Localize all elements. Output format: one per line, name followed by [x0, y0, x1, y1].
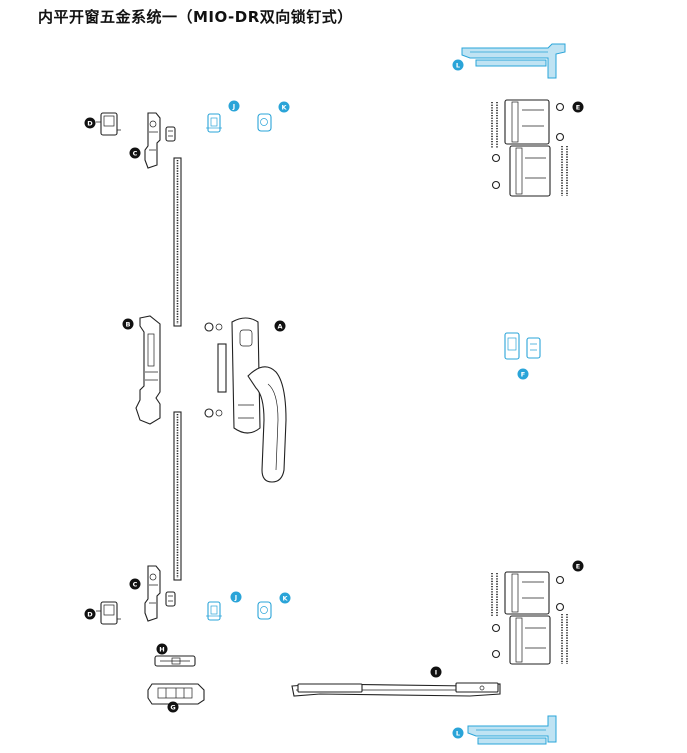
label-l-bottom-text: L	[456, 730, 460, 738]
part-e-top-hinge	[491, 99, 568, 197]
label-j-bottom: J	[230, 591, 242, 603]
label-b-text: B	[126, 321, 131, 329]
label-k-bottom-text: K	[282, 595, 288, 603]
label-l-top: L	[452, 59, 464, 71]
part-h	[154, 655, 196, 667]
label-d-top-text: D	[87, 120, 93, 128]
part-k-top	[257, 113, 272, 132]
label-c-bottom: C	[129, 578, 141, 590]
label-c-top-text: C	[133, 150, 138, 158]
part-g	[147, 683, 205, 705]
label-l-top-text: L	[456, 62, 460, 70]
label-e-top: E	[572, 101, 584, 113]
part-l-top	[461, 43, 566, 79]
label-i: I	[430, 666, 442, 678]
label-e-bottom-text: E	[576, 563, 580, 571]
part-c-top	[144, 112, 176, 169]
transmission-rod-lower	[173, 411, 182, 581]
label-b: B	[122, 318, 134, 330]
part-l-bottom	[467, 715, 557, 745]
transmission-rod-upper	[173, 157, 182, 327]
label-d-bottom-text: D	[87, 611, 93, 619]
label-i-text: I	[435, 669, 437, 677]
label-a-text: A	[277, 323, 282, 331]
part-i-stay-arm	[291, 682, 501, 697]
label-d-top: D	[84, 117, 96, 129]
label-f: F	[517, 368, 529, 380]
label-e-top-text: E	[576, 104, 580, 112]
part-j-bottom	[206, 601, 222, 621]
label-k-top: K	[278, 101, 290, 113]
label-g: G	[167, 701, 179, 713]
label-j-bottom-text: J	[234, 594, 237, 602]
part-f	[504, 332, 541, 360]
part-a-handle	[204, 317, 287, 483]
part-c-bottom	[144, 565, 176, 622]
part-j-top	[206, 113, 222, 133]
label-e-bottom: E	[572, 560, 584, 572]
diagram-title: 内平开窗五金系统一（MIO-DR双向锁钉式）	[38, 8, 353, 26]
part-d-bottom	[96, 601, 121, 625]
label-f-text: F	[521, 371, 525, 379]
part-b	[135, 315, 161, 425]
label-g-text: G	[170, 704, 175, 712]
label-c-top: C	[129, 147, 141, 159]
part-k-bottom	[257, 601, 272, 620]
label-j-top-text: J	[232, 103, 235, 111]
label-l-bottom: L	[452, 727, 464, 739]
label-a: A	[274, 320, 286, 332]
label-h: H	[156, 643, 168, 655]
label-j-top: J	[228, 100, 240, 112]
label-k-top-text: K	[281, 104, 287, 112]
label-h-text: H	[159, 646, 164, 654]
label-d-bottom: D	[84, 608, 96, 620]
label-c-bottom-text: C	[133, 581, 138, 589]
label-k-bottom: K	[279, 592, 291, 604]
part-e-bottom-hinge	[491, 571, 568, 665]
part-d-top	[96, 112, 121, 136]
